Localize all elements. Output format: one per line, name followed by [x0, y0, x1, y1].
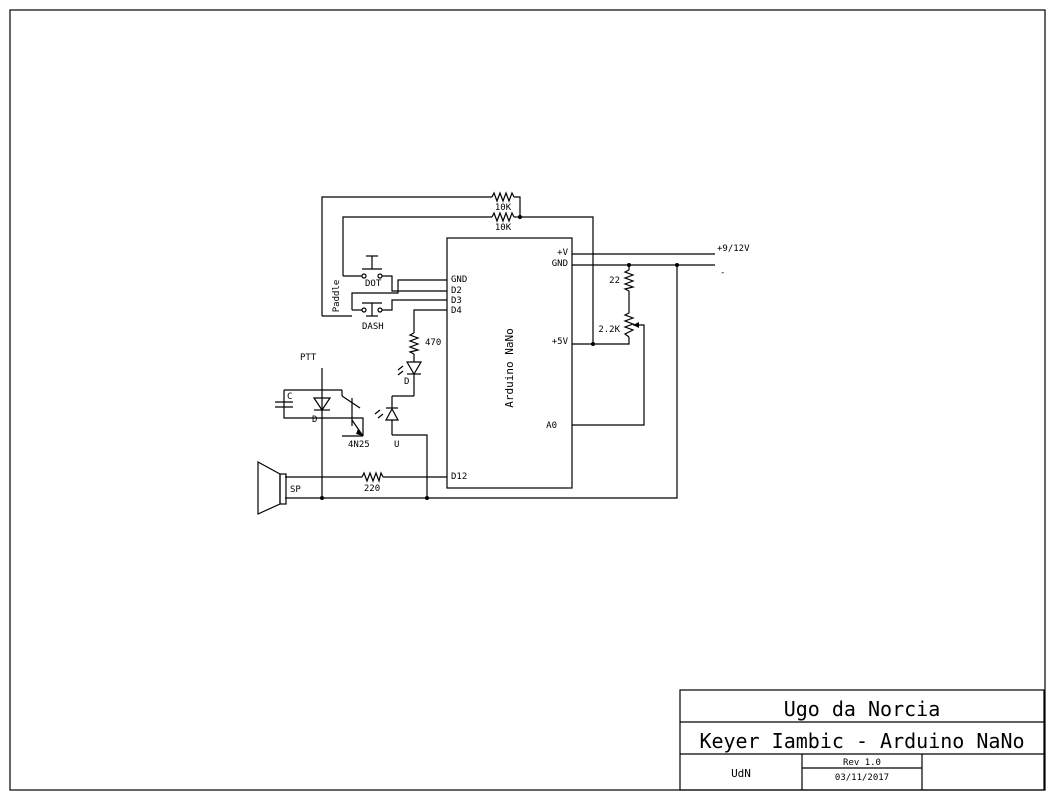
resistor-220: 220 [361, 471, 384, 494]
paddle-label: Paddle [332, 280, 342, 313]
speaker-label: SP [290, 485, 301, 495]
led-d-label: D [404, 377, 409, 387]
resistor-10k-second: 10K [491, 211, 515, 233]
pin-5v: +5V [552, 337, 569, 347]
initials: UdN [731, 767, 751, 780]
pin-gnd-right: GND [552, 259, 568, 269]
switch-dash: DASH [361, 302, 384, 332]
pin-vin: +V [557, 248, 568, 258]
resistor-10k-top-label: 10K [495, 203, 512, 213]
sheet-border [9, 9, 1046, 791]
date: 03/11/2017 [835, 773, 889, 783]
ptt-label: PTT [300, 353, 317, 363]
resistor-220-label: 220 [364, 484, 380, 494]
pot-label: 2.2K [598, 325, 620, 335]
resistor-10k-top: 10K [491, 191, 515, 213]
resistor-10k-second-label: 10K [495, 223, 512, 233]
opto-transistor: 4N25 [348, 398, 370, 450]
resistor-470: 470 [408, 332, 441, 355]
pin-d12: D12 [451, 472, 467, 482]
arduino-nano: Arduino NaNo GND D2 D3 D4 D12 +V GND +5V… [446, 237, 573, 489]
opto-led-u: U [374, 407, 399, 450]
pin-d3: D3 [451, 296, 462, 306]
potentiometer-2k2: 2.2K [598, 312, 639, 338]
resistor-22-label: 22 [609, 276, 620, 286]
resistor-470-label: 470 [425, 338, 441, 348]
power-positive-label: +9/12V [717, 244, 750, 254]
arduino-label: Arduino NaNo [503, 328, 516, 407]
diode-label: D [312, 415, 317, 425]
switch-dash-label: DASH [362, 322, 384, 332]
pin-a0: A0 [546, 421, 557, 431]
capacitor-c: C [275, 392, 293, 408]
pin-d4: D4 [451, 306, 462, 316]
pin-d2: D2 [451, 286, 462, 296]
author-name: Ugo da Norcia [784, 697, 941, 721]
opto-label: 4N25 [348, 440, 370, 450]
opto-led-label: U [394, 440, 399, 450]
power-negative-label: - [720, 268, 725, 278]
wires [283, 196, 715, 499]
diode-ptt: D [312, 397, 332, 425]
led-d: D [397, 361, 423, 387]
pin-gnd-left: GND [451, 275, 467, 285]
speaker: SP [257, 460, 301, 515]
revision: Rev 1.0 [843, 758, 881, 768]
junction-dots [320, 215, 679, 500]
switch-dot-label: DOT [365, 279, 382, 289]
project-title: Keyer Iambic - Arduino NaNo [699, 729, 1024, 753]
switch-dot: DOT [361, 255, 383, 289]
capacitor-label: C [287, 392, 292, 402]
resistor-22: 22 [609, 269, 636, 292]
title-block: Ugo da Norcia Keyer Iambic - Arduino NaN… [679, 689, 1045, 791]
